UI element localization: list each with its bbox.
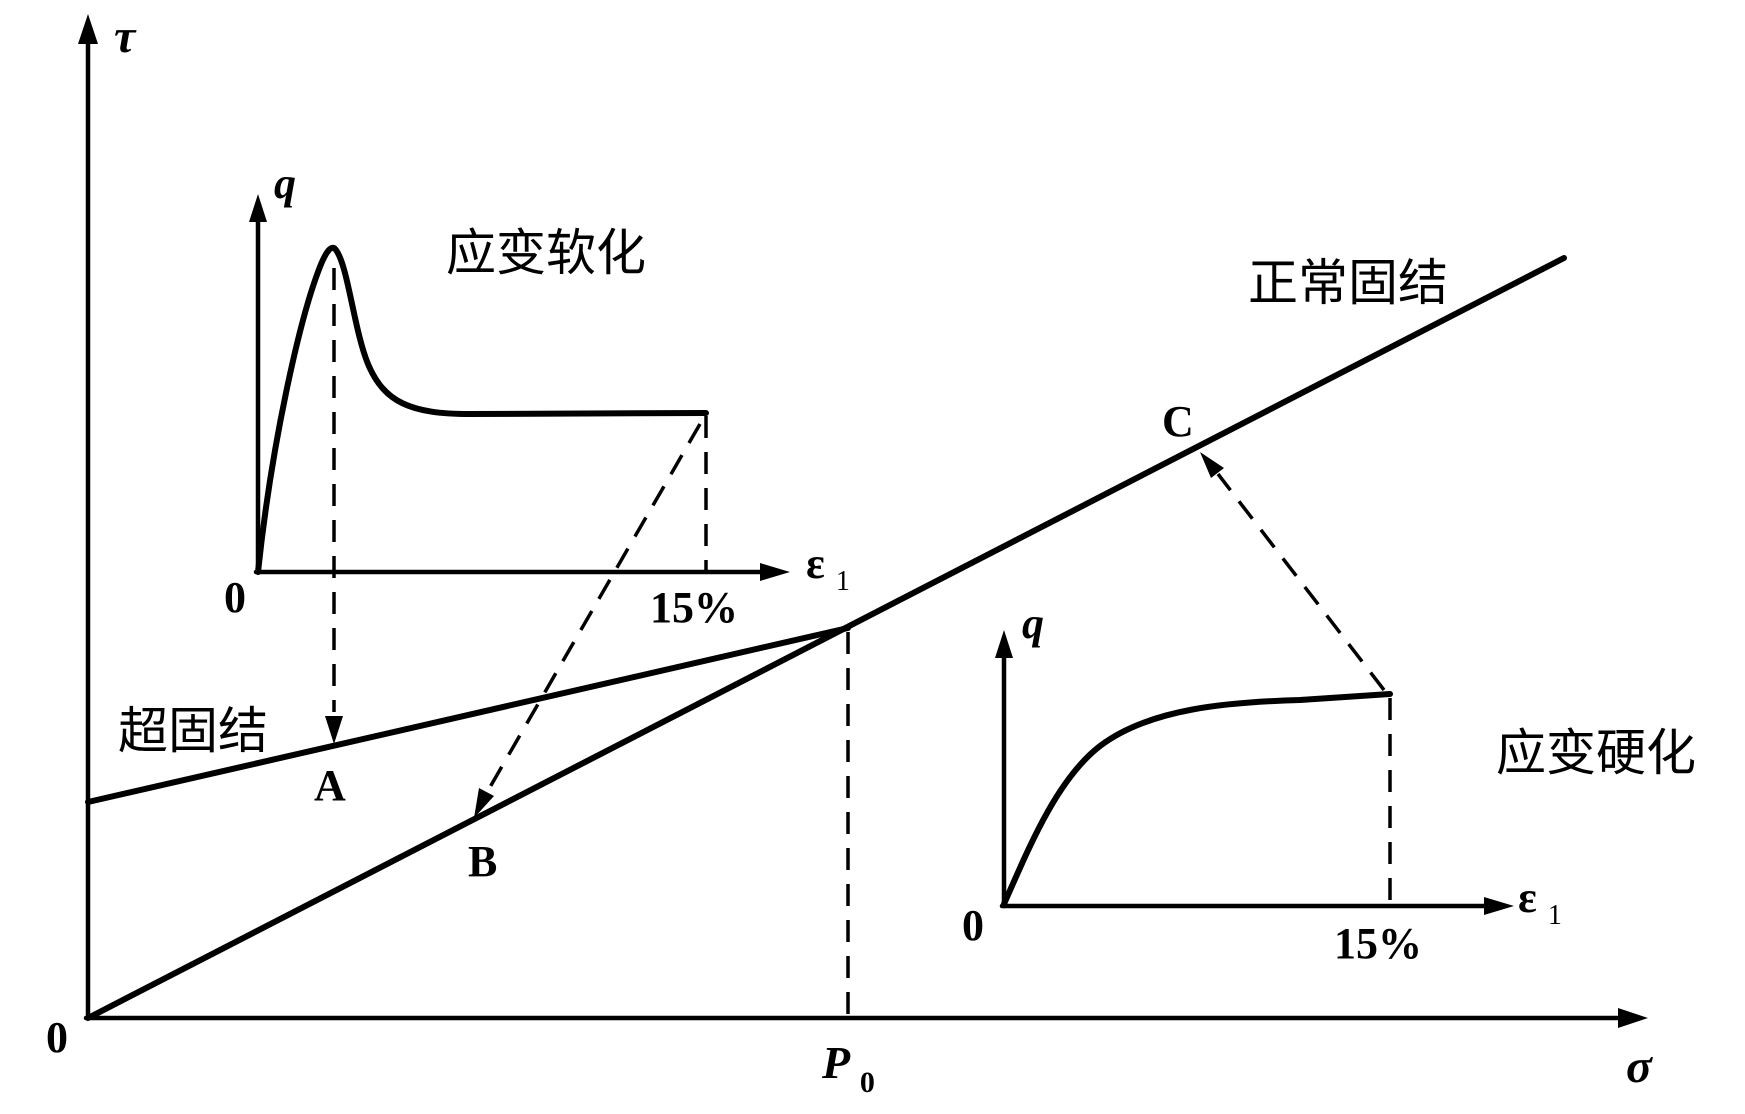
softening-x-label: ε 1 [806, 539, 850, 597]
softening-x-main: ε [806, 539, 825, 588]
main-x-axis-arrow [1618, 1008, 1648, 1028]
softening-tick-label: 15% [650, 583, 738, 632]
softening-curve [255, 244, 709, 575]
point-c-label: C [1162, 397, 1194, 446]
main-lines [85, 255, 1567, 1021]
normal-consolidation-line [85, 255, 1567, 1021]
main-y-axis-label: τ [114, 10, 137, 63]
hardening-x-sub: 1 [1548, 900, 1562, 931]
point-a-label: A [314, 761, 346, 810]
over-consolidation-label: 超固结 [118, 702, 268, 760]
main-origin-label: 0 [46, 1013, 68, 1062]
softening-peak-arrow [325, 716, 343, 744]
softening-to-b-arrowhead [474, 788, 494, 818]
inset-softening: 应变软化 q ε 1 0 15% [224, 159, 850, 744]
hardening-tick-label: 15% [1334, 919, 1422, 968]
softening-x-axis-arrow [760, 563, 790, 581]
hardening-curve [1001, 691, 1393, 907]
p0-subscript: 0 [860, 1066, 875, 1099]
normal-consolidation-label: 正常固结 [1248, 254, 1448, 312]
hardening-title: 应变硬化 [1496, 724, 1696, 782]
hardening-to-c-arrowhead [1200, 452, 1224, 478]
main-x-axis-label: σ [1626, 1040, 1653, 1093]
main-y-axis-arrow [78, 14, 98, 44]
hardening-y-label: q [1022, 599, 1044, 648]
hardening-y-axis-arrow [995, 630, 1013, 658]
hardening-x-label: ε 1 [1518, 873, 1562, 931]
softening-title: 应变软化 [446, 224, 646, 282]
over-consolidation-line [85, 625, 851, 805]
hardening-x-axis-arrow [1484, 897, 1514, 915]
inset-hardening: 应变硬化 q ε 1 0 15% [962, 599, 1696, 968]
p0-main: P [821, 1037, 851, 1088]
main-axes: τ σ 0 P 0 [46, 10, 1653, 1099]
p0-label: P 0 [821, 1037, 875, 1099]
hardening-x-main: ε [1518, 873, 1537, 922]
hardening-origin-label: 0 [962, 901, 984, 950]
softening-x-sub: 1 [836, 566, 850, 597]
hardening-to-c-dashed-arrow [1216, 472, 1386, 692]
point-b-label: B [468, 837, 497, 886]
softening-y-label: q [274, 159, 296, 208]
softening-y-axis-arrow [249, 194, 267, 222]
softening-origin-label: 0 [224, 573, 246, 622]
